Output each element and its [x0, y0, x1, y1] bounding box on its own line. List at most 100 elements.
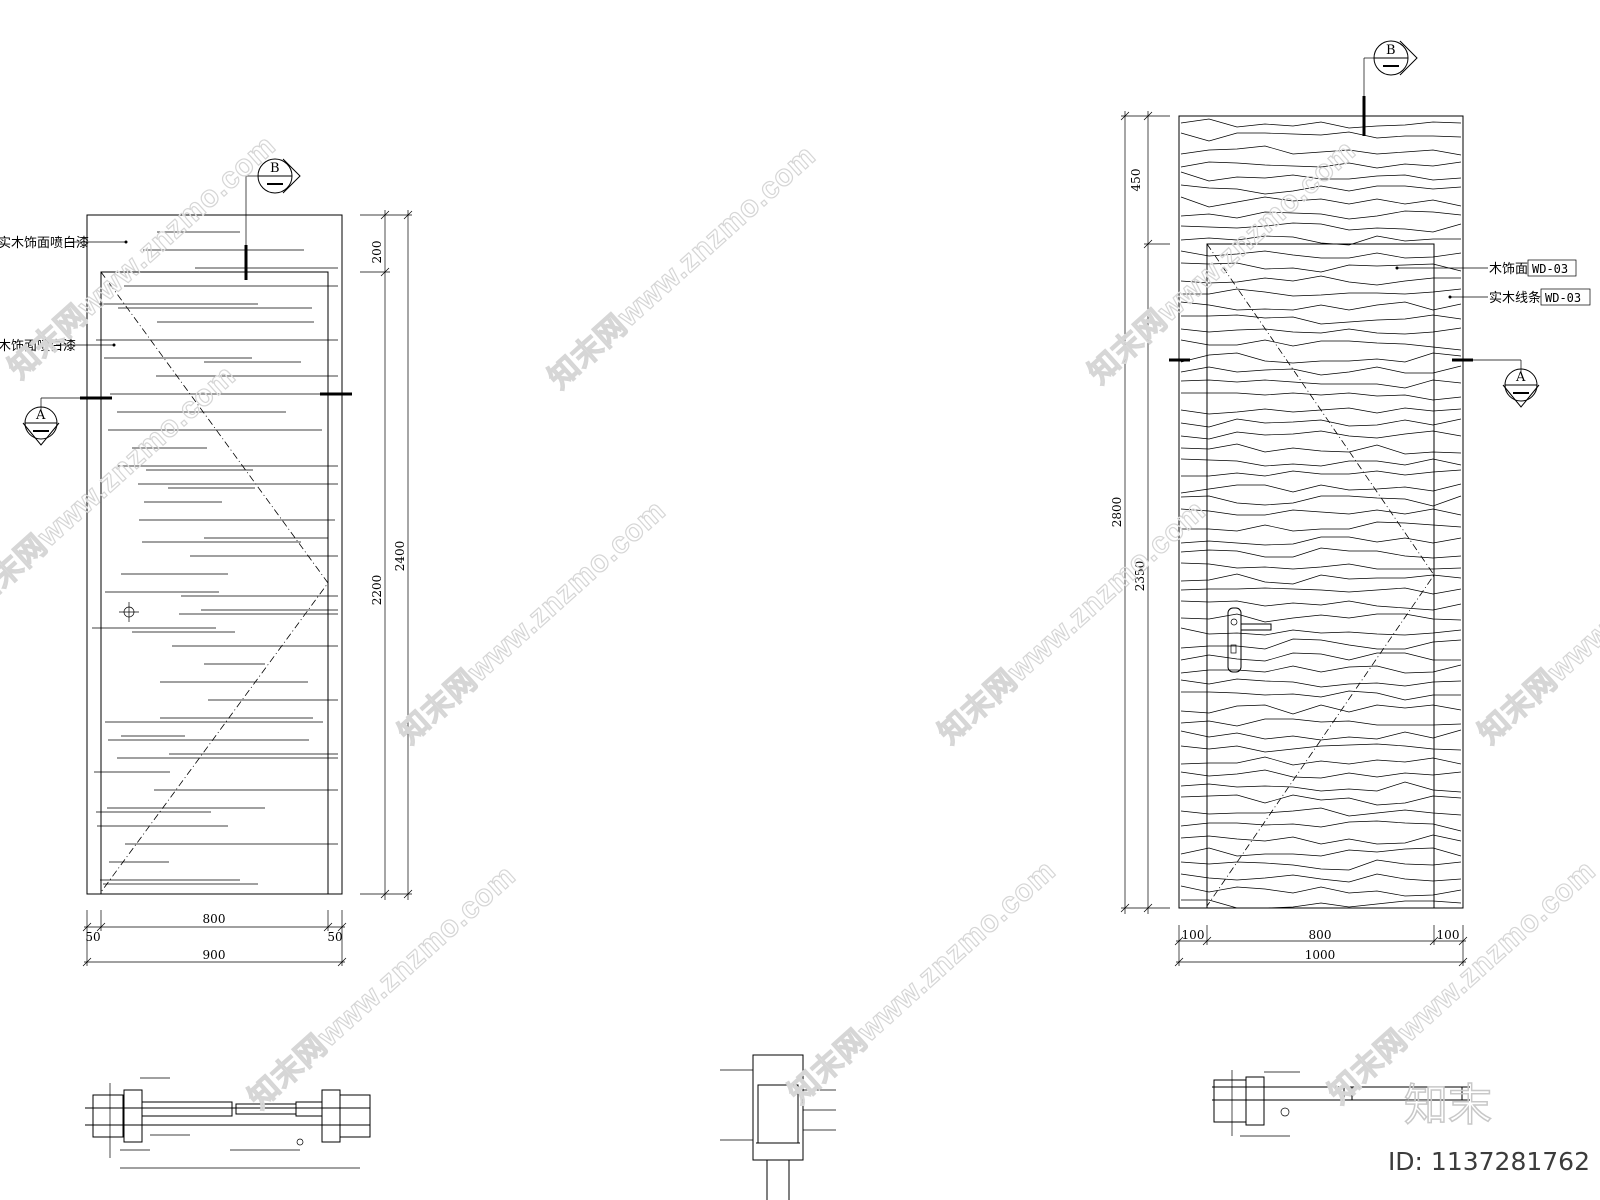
right-dim-right-jamb: 100 — [1437, 928, 1460, 942]
left-door-elevation: 实木饰面喷白漆 木饰面喷白漆 B A — [0, 158, 413, 967]
right-door-lever-handle — [1227, 607, 1272, 673]
wood-grain-line — [1180, 573, 1462, 585]
right-section-mark-b: B — [1362, 40, 1418, 136]
left-section-a-letter: A — [35, 408, 46, 423]
wood-grain-line — [1180, 458, 1462, 467]
watermark-text: 知末网www.znzmo.com — [1083, 134, 1363, 390]
wood-grain-line — [1181, 690, 1461, 701]
right-section-mark-a: A — [1169, 358, 1540, 408]
wood-grain-line — [1180, 301, 1462, 311]
wood-grain-line — [1180, 262, 1462, 273]
wood-grain-line — [1180, 196, 1462, 208]
wood-grain-line — [1180, 847, 1462, 857]
right-door-elevation: 木饰面 WD-03 实木线条 WD-03 B — [1110, 40, 1591, 967]
wood-grain-line — [1180, 379, 1462, 389]
right-note-solid-strip-tag: WD-03 — [1545, 291, 1581, 305]
wood-grain-line — [1180, 820, 1462, 832]
watermark-text: 知末网www.znzmo.com — [3, 129, 283, 385]
watermark-text: 知末网www.znzmo.com — [543, 139, 823, 395]
left-note-mid: 木饰面喷白漆 — [0, 338, 116, 354]
wood-grain-line — [1180, 365, 1462, 376]
wood-grain-line — [1180, 756, 1462, 766]
wood-grain-line — [1180, 352, 1462, 364]
wood-grain-line — [1180, 638, 1462, 650]
wood-grain-line — [1180, 145, 1462, 156]
wood-grain-line — [1180, 250, 1462, 259]
wood-grain-line — [1180, 873, 1462, 883]
wood-grain-line — [1180, 627, 1462, 636]
wood-grain-line — [1180, 536, 1462, 546]
wood-grain-line — [1180, 508, 1462, 516]
wood-grain-line — [1180, 210, 1462, 220]
right-horizontal-dimensions: 100 800 100 1000 — [1174, 925, 1468, 967]
right-note-wood-face-text: 木饰面 — [1489, 262, 1528, 277]
left-dim-top-band: 200 — [370, 241, 384, 264]
left-horizontal-dimensions: 800 50 50 900 — [82, 910, 347, 967]
wood-grain-line — [1181, 314, 1462, 325]
left-section-mark-b: B — [244, 158, 301, 280]
left-note-top-text: 实木饰面喷白漆 — [0, 235, 89, 251]
wood-grain-line — [1180, 600, 1462, 611]
right-section-b-letter: B — [1386, 43, 1396, 58]
wood-grain-line — [1180, 834, 1462, 845]
left-dim-left-jamb: 50 — [85, 930, 100, 944]
wood-grain-line — [1180, 885, 1462, 897]
wood-grain-line — [1180, 161, 1462, 169]
wood-grain-line — [1180, 430, 1462, 440]
wood-grain-line — [1180, 407, 1462, 415]
wood-grain-line — [1180, 807, 1462, 817]
drawing-id-label: ID: 1137281762 — [1388, 1147, 1590, 1176]
wood-grain-line — [1180, 547, 1462, 559]
wood-grain-line — [1180, 418, 1462, 428]
wood-grain-line — [1180, 118, 1462, 129]
right-note-solid-strip-text: 实木线条 — [1489, 290, 1541, 306]
watermark-layer: 知末网www.znzmo.com 知末网www.znzmo.com 知末网www… — [0, 128, 1600, 1116]
watermark-text: 知末网www.znzmo.com — [783, 854, 1063, 1110]
right-dim-left-jamb: 100 — [1182, 928, 1205, 942]
wood-grain-line — [1180, 483, 1462, 494]
right-note-solid-strip: 实木线条 WD-03 — [1448, 288, 1591, 306]
wood-grain-line — [1180, 275, 1461, 286]
wood-grain-line — [1180, 495, 1462, 507]
right-dim-total-height: 2800 — [1110, 497, 1124, 528]
wood-grain-line — [1181, 899, 1462, 909]
middle-jamb-section — [720, 1054, 836, 1200]
wood-grain-line — [1180, 587, 1462, 595]
right-door-swing-line — [1206, 243, 1435, 907]
right-door-wood-grain — [1180, 118, 1462, 909]
right-door-leaf — [1206, 243, 1435, 909]
wood-grain-line — [1180, 171, 1462, 182]
right-dim-door-height: 2350 — [1133, 561, 1147, 592]
right-dim-total-width: 1000 — [1305, 948, 1336, 962]
watermark-text: 知末网www.znzmo.com — [1473, 494, 1600, 750]
wood-grain-line — [1180, 664, 1462, 674]
wood-grain-line — [1180, 859, 1462, 871]
wood-grain-line — [1180, 781, 1462, 793]
left-vertical-dimensions: 200 2200 2400 — [360, 210, 413, 900]
right-note-wood-face-tag: WD-03 — [1532, 262, 1568, 276]
left-section-mark-a: A — [22, 392, 352, 446]
right-vertical-dimensions: 450 2800 2350 — [1110, 111, 1170, 914]
wood-grain-line — [1180, 743, 1462, 753]
wood-grain-line — [1180, 327, 1462, 335]
left-door-outer-frame — [86, 214, 343, 895]
wood-grain-line — [1180, 704, 1462, 715]
left-door-swing-line — [100, 271, 329, 893]
wood-grain-line — [1180, 339, 1462, 351]
wood-grain-line — [1180, 131, 1462, 142]
left-section-b-letter: B — [270, 161, 280, 176]
wood-grain-line — [1180, 443, 1462, 455]
wood-grain-line — [1180, 562, 1462, 570]
left-door-handle-mark — [119, 602, 139, 622]
wood-grain-line — [1180, 769, 1462, 779]
right-note-wood-face: 木饰面 WD-03 — [1395, 259, 1577, 277]
wood-grain-line — [1180, 184, 1462, 195]
wood-grain-line — [1181, 469, 1462, 477]
left-door-wood-lines — [92, 231, 338, 885]
watermark-text: 知末网www.znzmo.com — [0, 359, 242, 615]
wood-grain-line — [1180, 613, 1462, 623]
wood-grain-line — [1180, 729, 1462, 741]
left-dim-door-width: 800 — [203, 912, 226, 926]
wood-grain-line — [1180, 794, 1462, 806]
